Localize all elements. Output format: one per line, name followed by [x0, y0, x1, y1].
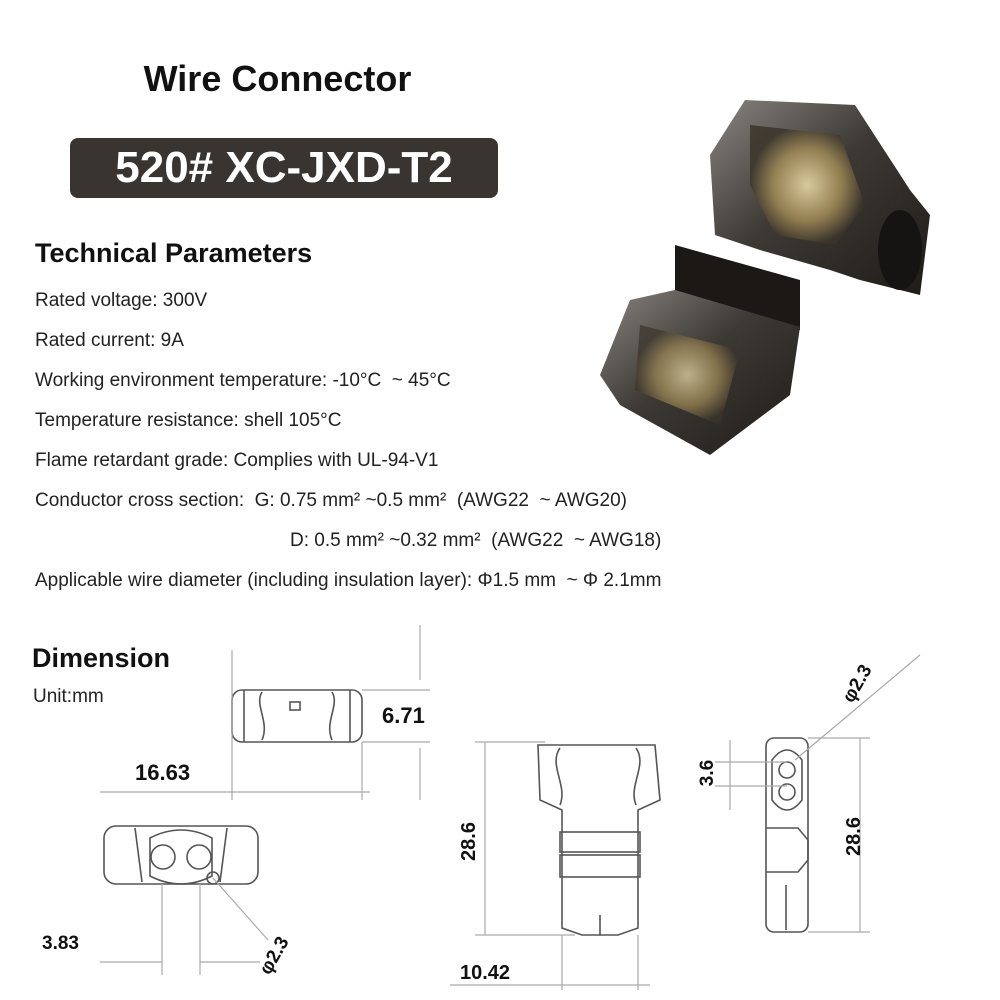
- side-view-drawing: [537, 744, 661, 936]
- connector-photo: [600, 100, 930, 455]
- dimension-heading: Dimension: [32, 643, 171, 673]
- unit-label: Unit:mm: [33, 686, 104, 707]
- photo-lower-body: [600, 290, 800, 455]
- dim-width-label: 10.42: [460, 962, 511, 984]
- param-conductor-g: Conductor cross section: G: 0.75 mm² ~0.…: [35, 490, 627, 511]
- front-view-drawing: [103, 825, 259, 885]
- page-title: Wire Connector: [143, 58, 412, 99]
- param-conductor-d: D: 0.5 mm² ~0.32 mm² (AWG22 ~ AWG18): [290, 530, 662, 551]
- param-temperature-resistance: Temperature resistance: shell 105°C: [35, 410, 342, 431]
- model-badge: 520# XC-JXD-T2: [70, 138, 498, 198]
- dimension-lines: [100, 625, 921, 990]
- param-rated-current: Rated current: 9A: [35, 330, 184, 351]
- param-rated-voltage: Rated voltage: 300V: [35, 290, 208, 311]
- top-view-drawing: [231, 689, 363, 743]
- dim-height-label: 6.71: [382, 703, 425, 728]
- dim-body-height-label: 28.6: [457, 822, 480, 861]
- dim-gap-label: 3.6: [697, 759, 719, 787]
- dim-pitch-label: 3.83: [42, 933, 79, 954]
- dim-length-label: 16.63: [135, 760, 191, 785]
- end-view-drawing: [765, 737, 809, 933]
- technical-heading: Technical Parameters: [35, 238, 313, 268]
- photo-upper-body: [710, 100, 930, 295]
- param-wire-diameter: Applicable wire diameter (including insu…: [35, 570, 662, 591]
- photo-black-band: [675, 245, 800, 330]
- param-working-temperature: Working environment temperature: -10°C ~…: [35, 370, 451, 391]
- param-flame-grade: Flame retardant grade: Complies with UL-…: [35, 450, 439, 471]
- dim-side-height-label: 28.6: [842, 817, 865, 856]
